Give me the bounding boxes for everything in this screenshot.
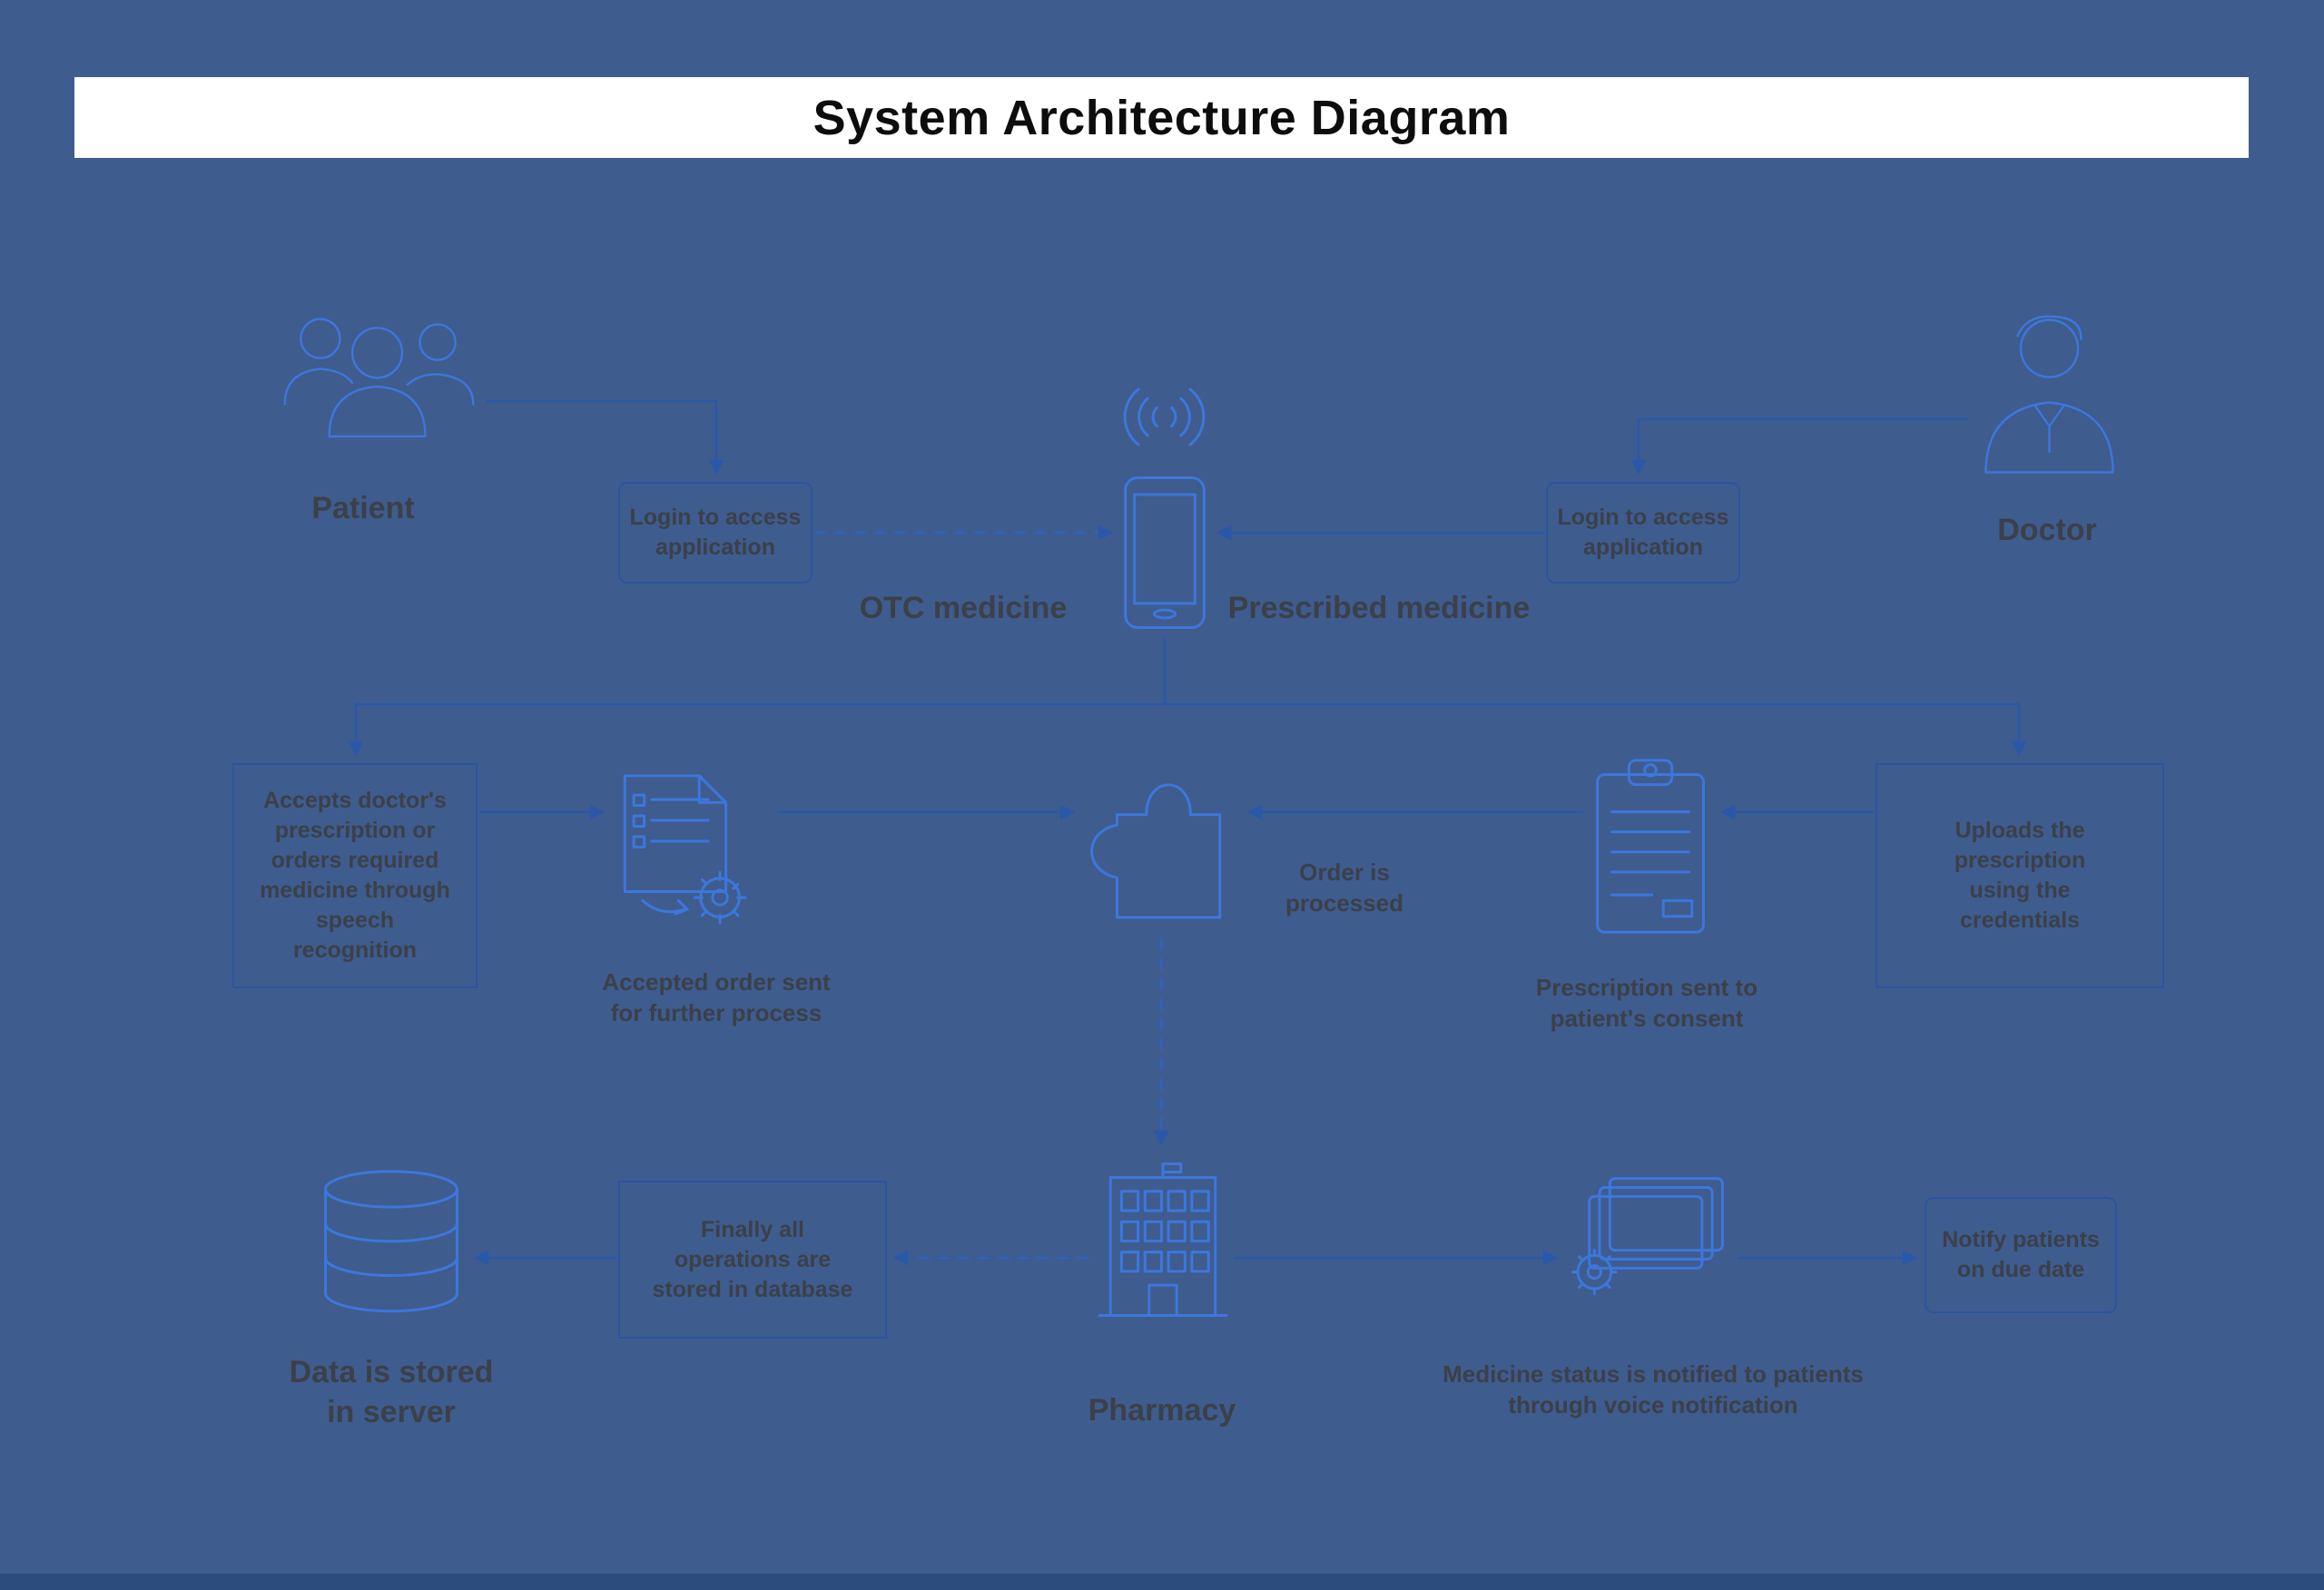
order-processed-label: Order is processed bbox=[1285, 859, 1404, 917]
notify-patients-box[interactable]: Notify patients on due date bbox=[1925, 1197, 2117, 1313]
patient-label: Patient bbox=[311, 491, 415, 525]
connector-patient-to-login bbox=[487, 399, 724, 476]
uploads-prescription-box[interactable]: Uploads the prescription using the crede… bbox=[1876, 763, 2164, 988]
uploads-prescription-label: Uploads the prescription using the crede… bbox=[1954, 818, 2086, 933]
pharmacy-building-icon[interactable] bbox=[1094, 1153, 1232, 1332]
people-group-icon[interactable] bbox=[272, 299, 486, 472]
finally-database-box[interactable]: Finally all operations are stored in dat… bbox=[618, 1181, 887, 1339]
login-right-box[interactable]: Login to access application bbox=[1546, 482, 1740, 584]
accepts-prescription-box[interactable]: Accepts doctor's prescription or orders … bbox=[232, 763, 478, 988]
notify-patients-label: Notify patients on due date bbox=[1942, 1227, 2100, 1282]
accepts-prescription-label: Accepts doctor's prescription or orders … bbox=[260, 788, 450, 963]
connector-app-to-uploads bbox=[1165, 702, 2027, 757]
login-right-label: Login to access application bbox=[1557, 505, 1729, 560]
smartphone-icon[interactable] bbox=[1119, 472, 1210, 633]
page-title: System Architecture Diagram bbox=[812, 90, 1511, 145]
database-icon[interactable] bbox=[316, 1160, 467, 1321]
order-document-gear-icon[interactable] bbox=[610, 767, 773, 930]
otc-medicine-label: OTC medicine bbox=[859, 591, 1068, 625]
person-icon[interactable] bbox=[1970, 304, 2129, 495]
medicine-status-label: Medicine status is notified to patients … bbox=[1443, 1360, 1864, 1418]
connector-app-to-accepts bbox=[348, 702, 1165, 757]
doctor-label: Doctor bbox=[1997, 513, 2097, 547]
prescribed-medicine-label: Prescribed medicine bbox=[1227, 591, 1531, 625]
wireless-signal-icon bbox=[1098, 338, 1230, 448]
prescription-clipboard-icon[interactable] bbox=[1586, 753, 1715, 942]
accepted-order-label: Accepted order sent for further process bbox=[602, 968, 831, 1026]
login-left-label: Login to access application bbox=[629, 505, 802, 560]
puzzle-piece-icon[interactable] bbox=[1080, 761, 1242, 935]
canvas-bottom-edge bbox=[0, 1574, 2324, 1590]
data-stored-label: Data is stored in server bbox=[289, 1355, 494, 1430]
title-bar: System Architecture Diagram bbox=[74, 77, 2249, 158]
notification-cards-gear-icon[interactable] bbox=[1564, 1173, 1735, 1295]
finally-database-label: Finally all operations are stored in dat… bbox=[652, 1216, 853, 1302]
prescription-sent-label: Prescription sent to patient's consent bbox=[1535, 974, 1758, 1032]
connector-doctor-to-login bbox=[1630, 417, 1968, 476]
login-left-box[interactable]: Login to access application bbox=[618, 482, 812, 584]
pharmacy-label: Pharmacy bbox=[1088, 1393, 1236, 1428]
